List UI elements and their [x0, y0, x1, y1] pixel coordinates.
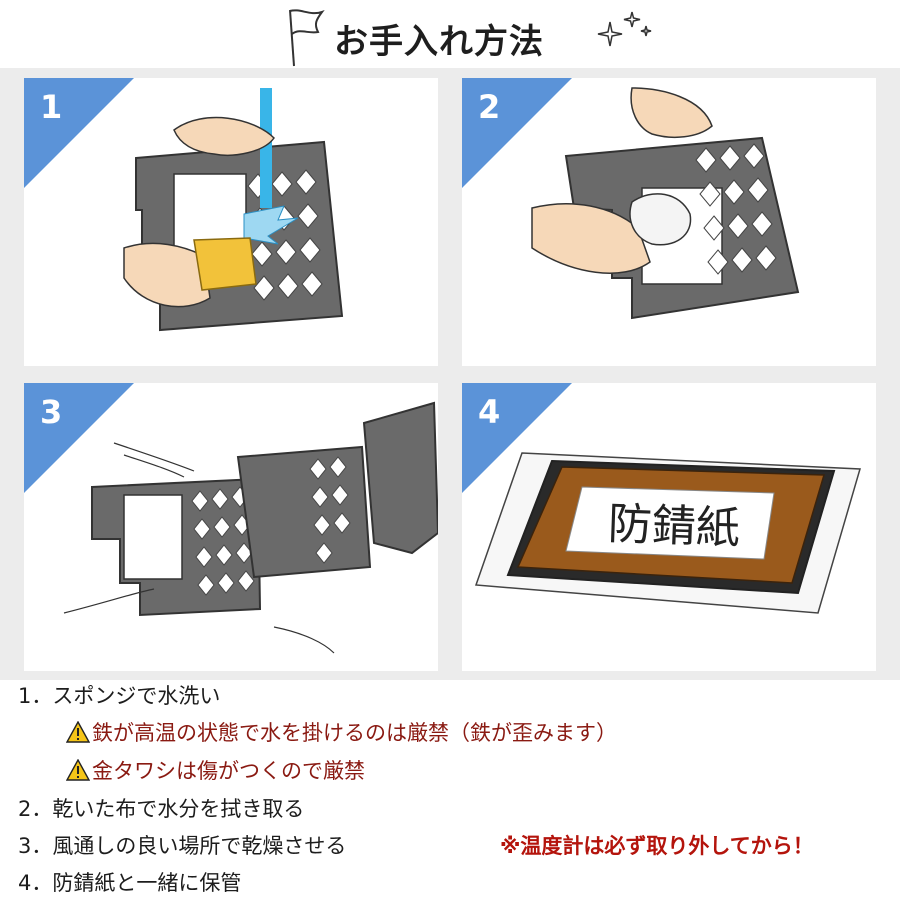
step-number-badge: [462, 383, 572, 493]
paper-label: 防錆紙: [607, 499, 741, 555]
drying-illustration: [63, 401, 438, 654]
warning-1: 鉄が高温の状態で水を掛けるのは厳禁（鉄が歪みます）: [66, 717, 617, 747]
warning-1-text: 鉄が高温の状態で水を掛けるのは厳禁（鉄が歪みます）: [92, 721, 617, 745]
step-number-2: 2: [478, 88, 501, 126]
step-2-text: 2．乾いた布で水分を拭き取る: [18, 797, 305, 821]
step-number-badge: [24, 78, 134, 188]
sparkle-icon: [597, 11, 652, 47]
page-title: お手入れ方法: [334, 22, 544, 62]
step-number-4: 4: [478, 393, 501, 431]
paper-label-text: 防錆紙: [607, 499, 741, 555]
step-panel-3: 3: [24, 383, 438, 671]
warning-2: 金タワシは傷がつくので厳禁: [66, 755, 365, 785]
step-panel-2: 2: [462, 78, 876, 366]
page-header: お手入れ方法: [0, 0, 900, 68]
warning-2-text: 金タワシは傷がつくので厳禁: [92, 759, 365, 783]
step-number-badge: [24, 383, 134, 493]
thermometer-note: ※温度計は必ず取り外してから！: [500, 834, 814, 858]
flag-icon: [289, 9, 325, 67]
step-4-text: 4．防錆紙と一緒に保管: [18, 871, 242, 895]
step-panel-1: 1: [24, 78, 438, 366]
step-panel-4: 防錆紙 4: [462, 383, 876, 671]
warning-icon: [66, 721, 90, 743]
sponge-washing-illustration: [123, 88, 344, 332]
step-number-badge: [462, 78, 572, 188]
step-3-text: 3．風通しの良い場所で乾燥させる: [18, 834, 347, 858]
step-number-1: 1: [40, 88, 63, 126]
cloth-wiping-illustration: [531, 87, 800, 320]
warning-icon: [66, 759, 90, 781]
step-number-3: 3: [40, 393, 63, 431]
step-1-text: 1．スポンジで水洗い: [18, 684, 221, 708]
storage-illustration: [474, 452, 861, 614]
